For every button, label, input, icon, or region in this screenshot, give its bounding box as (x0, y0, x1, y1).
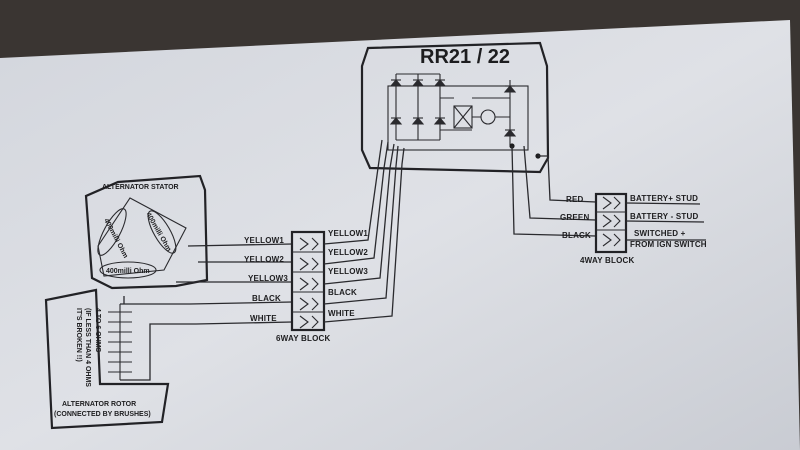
paper-sheet (0, 20, 800, 450)
battery-minus-stud-label: BATTERY - STUD (630, 212, 698, 221)
wire-label-left: YELLOW2 (244, 255, 284, 264)
wire-label-left: YELLOW1 (244, 236, 284, 245)
harness-wires-output (511, 145, 597, 237)
wire-label-left: BLACK (252, 294, 281, 303)
harness-wires-left (176, 243, 293, 325)
wire-label-red: RED (566, 195, 584, 204)
rotor-title-line2: (CONNECTED BY BRUSHES) (54, 411, 151, 418)
rotor-resistance-line2: (IF LESS THAN 4 OHMS (84, 308, 91, 387)
control-section (440, 80, 517, 145)
six-way-block-label: 6WAY BLOCK (276, 334, 330, 343)
wire-label-green: GREEN (560, 213, 589, 222)
regulator-unit: RR21 / 22 (360, 41, 550, 174)
rotor-resistance-line1: 4 TO 6 OHMS (94, 308, 101, 353)
stator-title: ALTERNATOR STATOR (102, 184, 179, 191)
harness-wires-right (323, 139, 405, 323)
wire-label-right: BLACK (328, 288, 357, 297)
battery-plus-stud-label: BATTERY+ STUD (630, 194, 698, 203)
four-way-block: 4WAY BLOCK RED GREEN BLACK BATTERY+ STUD… (560, 192, 707, 265)
four-way-block-label: 4WAY BLOCK (580, 256, 634, 265)
from-ign-switch-label: FROM IGN SWITCH (630, 240, 707, 249)
rotor-title-line1: ALTERNATOR ROTOR (62, 401, 136, 408)
wire-label-right: YELLOW3 (328, 267, 368, 276)
alternator-rotor: 4 TO 6 OHMS (IF LESS THAN 4 OHMS IT'S BR… (44, 288, 196, 430)
switched-plus-label: SWITCHED + (634, 229, 686, 238)
diode-bridge (389, 73, 447, 141)
wire-label-black: BLACK (562, 231, 591, 240)
wire-label-left: WHITE (250, 314, 277, 323)
six-way-block: 6WAY BLOCK YELLOW1 YELLOW2 YELLOW3 BLACK… (244, 229, 368, 343)
wire-label-left: YELLOW3 (248, 274, 288, 283)
regulator-title: RR21 / 22 (420, 46, 510, 68)
wire-label-right: WHITE (328, 309, 355, 318)
wire-label-right: YELLOW2 (328, 248, 368, 257)
stator-coil-bottom: 400milli Ohm (106, 268, 150, 275)
rotor-resistance-line3: IT'S BROKEN !!) (75, 308, 82, 362)
wire-label-right: YELLOW1 (328, 229, 368, 238)
